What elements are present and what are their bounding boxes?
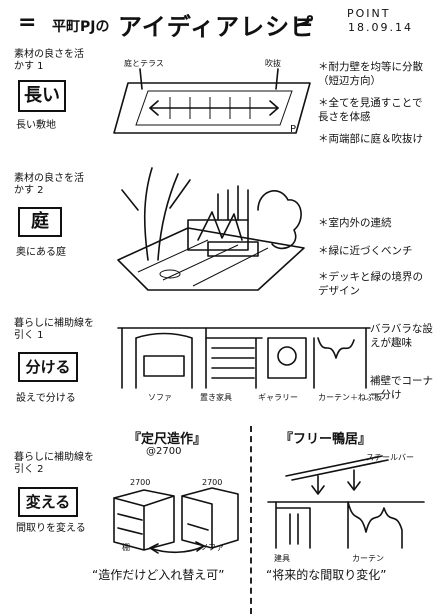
section-1-note-1: ＊耐力壁を均等に分散（短辺方向） bbox=[318, 61, 423, 87]
fixed-title: 『定尺造作』 bbox=[128, 432, 207, 447]
title-dash-right: = bbox=[295, 10, 314, 35]
section-4-caption: 暮らしに補助線を引く 2 bbox=[14, 452, 94, 475]
fixed-label-sofa: ソファ bbox=[200, 543, 224, 552]
section-2-note-1: ＊室内外の連続 bbox=[318, 217, 392, 229]
fixed-dim-1: 2700 bbox=[130, 478, 151, 487]
free-rail-sketch bbox=[267, 455, 425, 549]
section-3-keyword-box: 分ける bbox=[18, 352, 78, 382]
section-4-keyword: 変える bbox=[25, 493, 71, 511]
label-gallery: ギャラリー bbox=[258, 393, 298, 402]
garden-deck-sketch bbox=[117, 167, 305, 291]
partition-sketch bbox=[117, 327, 371, 389]
free-label-steel-bar: スチールバー bbox=[366, 453, 414, 462]
section-2-caption: 素材の良さを活かす 2 bbox=[14, 173, 84, 196]
fixed-label-shelf: 棚 bbox=[122, 543, 130, 552]
section-1-subcaption: 長い敷地 bbox=[16, 120, 56, 131]
label-curtain: カーテン＋ねぶ板 bbox=[318, 393, 382, 402]
section-4-subcaption: 間取りを変える bbox=[16, 523, 86, 534]
title-prefix: 平町PJの bbox=[52, 19, 110, 35]
section-4-divider bbox=[250, 426, 252, 614]
section-3-note-1: バラバラな設えが趣味 bbox=[370, 323, 433, 349]
long-site-sketch bbox=[113, 68, 311, 134]
free-label-fitting: 建具 bbox=[274, 554, 290, 563]
date: 18.09.14 bbox=[348, 21, 413, 34]
section-2-note-2: ＊緑に近づくベンチ bbox=[318, 245, 413, 257]
section-1-caption: 素材の良さを活かす 1 bbox=[14, 49, 84, 72]
section-2-note-3: ＊デッキと緑の境界のデザイン bbox=[318, 271, 423, 297]
section-3-caption: 暮らしに補助線を引く 1 bbox=[14, 318, 94, 341]
section-4-keyword-box: 変える bbox=[18, 487, 78, 517]
section-1-keyword: 長い bbox=[24, 85, 60, 106]
point-label: POINT bbox=[347, 7, 391, 20]
section-3-subcaption: 設えで分ける bbox=[16, 393, 76, 404]
free-title: 『フリー鴨居』 bbox=[280, 432, 372, 447]
section-2-keyword-box: 庭 bbox=[18, 207, 62, 237]
section-1-note-3: ＊両端部に庭＆吹抜け bbox=[318, 133, 423, 145]
label-sofa: ソファ bbox=[148, 393, 172, 402]
page-title: アイディアレシピ bbox=[118, 13, 316, 41]
label-furniture: 置き家具 bbox=[200, 393, 232, 402]
section-2-keyword: 庭 bbox=[31, 211, 49, 232]
fixed-dim-2: 2700 bbox=[202, 478, 223, 487]
fixed-quote: “造作だけど入れ替え可” bbox=[92, 568, 225, 582]
free-label-curtain: カーテン bbox=[352, 554, 384, 563]
title-dash-left: = bbox=[18, 10, 37, 35]
section-3-keyword: 分ける bbox=[25, 358, 71, 376]
free-quote: “将来的な間取り変化” bbox=[266, 568, 387, 582]
label-garden-terrace: 庭とテラス bbox=[124, 59, 164, 68]
section-2-subcaption: 奥にある庭 bbox=[16, 247, 66, 258]
fixed-pitch: @2700 bbox=[146, 446, 182, 457]
section-3-note-2: 補壁でコーナー分け bbox=[370, 375, 433, 401]
label-parking: P bbox=[290, 124, 297, 135]
label-atrium: 吹抜 bbox=[265, 59, 281, 68]
section-1-keyword-box: 長い bbox=[18, 80, 66, 112]
header: = 平町PJの アイディアレシピ = POINT 18.09.14 bbox=[0, 4, 438, 42]
fixed-carpentry-sketch bbox=[113, 487, 239, 554]
section-1-note-2: ＊全てを見通すことで長さを体感 bbox=[318, 97, 423, 123]
